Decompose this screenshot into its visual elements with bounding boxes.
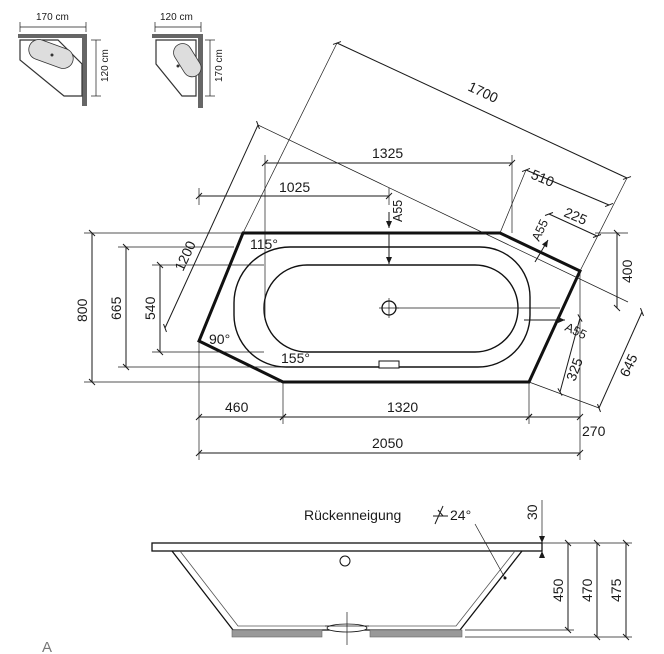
thumb-right-top-label: 120 cm [160,12,193,23]
plan-view: A55 1700 1200 1325 1025 510 225 A55 [74,41,644,460]
overflow-section-icon [339,555,351,567]
dim-325: 325 [563,355,586,383]
dim-400: 400 [619,259,635,283]
dim-540: 540 [142,296,158,320]
tub-rim-section [151,542,543,552]
dim-450: 450 [550,578,566,602]
angle-symbol-icon [433,505,448,525]
overflow-icon [378,360,400,369]
tub-basin [263,264,519,353]
angle-90: 90° [209,331,230,347]
dim-470: 470 [579,578,595,602]
dim-1025: 1025 [279,179,310,195]
dim-800: 800 [74,298,90,322]
back-slope-angle: 24° [450,507,471,523]
dim-475: 475 [608,578,624,602]
section-view: Rückenneigung 24° 30 450 470 475 [151,500,632,645]
thumbnail-right: 120 cm 170 cm [152,12,225,108]
right-a55-top: A55 [529,217,551,243]
thumb-left-side-label: 120 cm [100,49,111,82]
thumbnail-left: 170 cm 120 cm [18,12,111,106]
corner-label: A [42,639,52,654]
dim-225: 225 [562,204,590,228]
dim-30: 30 [524,504,540,520]
drain-a55-label: A55 [391,200,405,222]
dim-1200: 1200 [171,238,199,273]
dim-665: 665 [108,296,124,320]
dim-270: 270 [582,423,606,439]
dim-645: 645 [616,351,640,379]
dim-1700: 1700 [466,78,501,106]
dim-460: 460 [225,399,249,415]
dim-2050: 2050 [372,435,403,451]
dim-510: 510 [529,166,557,190]
angle-155: 155° [281,350,310,366]
thumb-left-top-label: 170 cm [36,12,69,23]
right-a55-bottom: A55 [563,320,589,342]
dim-1325: 1325 [372,145,403,161]
back-slope-label: Rückenneigung [304,507,401,523]
dim-1320: 1320 [387,399,418,415]
thumb-right-side-label: 170 cm [214,49,225,82]
angle-115: 115° [250,236,278,252]
